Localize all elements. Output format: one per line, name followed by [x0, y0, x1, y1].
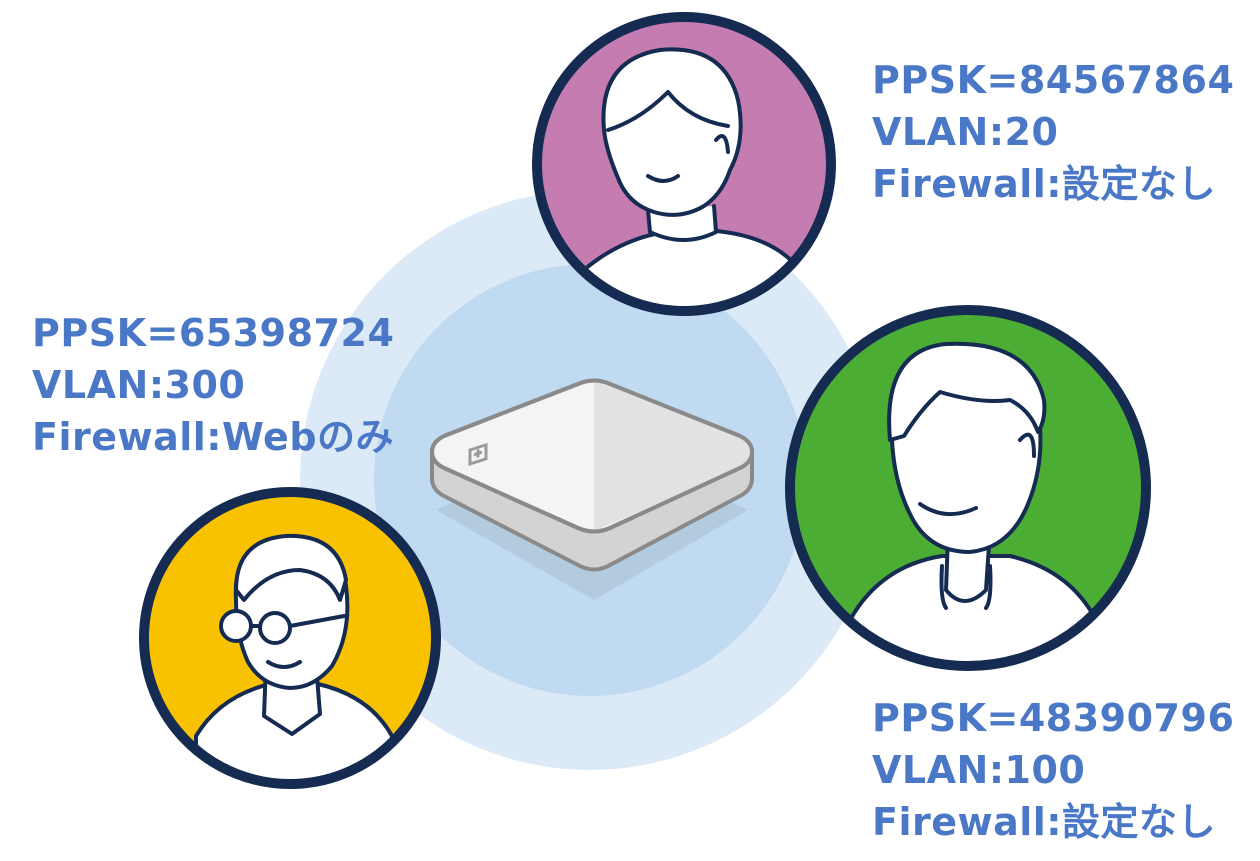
vlan-text: VLAN:20 — [872, 110, 1059, 154]
label-left-user: PPSK=65398724 VLAN:300 Firewall:Webのみ — [32, 307, 394, 463]
avatar-top-user — [532, 12, 836, 316]
vlan-text: VLAN:300 — [32, 363, 246, 407]
label-right-user: PPSK=48390796 VLAN:100 Firewall:設定なし — [872, 692, 1234, 848]
label-top-user: PPSK=84567864 VLAN:20 Firewall:設定なし — [872, 54, 1234, 210]
ppsk-text: PPSK=84567864 — [872, 58, 1235, 102]
ppsk-text: PPSK=48390796 — [872, 696, 1235, 740]
firewall-text: Firewall:設定なし — [872, 800, 1216, 844]
ppsk-text: PPSK=65398724 — [32, 311, 395, 355]
vlan-text: VLAN:100 — [872, 748, 1086, 792]
brand-logo-icon — [468, 442, 488, 466]
access-point-icon — [429, 378, 755, 600]
avatar-right-user — [785, 305, 1151, 671]
firewall-text: Firewall:設定なし — [872, 162, 1216, 206]
avatar-left-user — [139, 487, 441, 789]
firewall-text: Firewall:Webのみ — [32, 415, 395, 459]
